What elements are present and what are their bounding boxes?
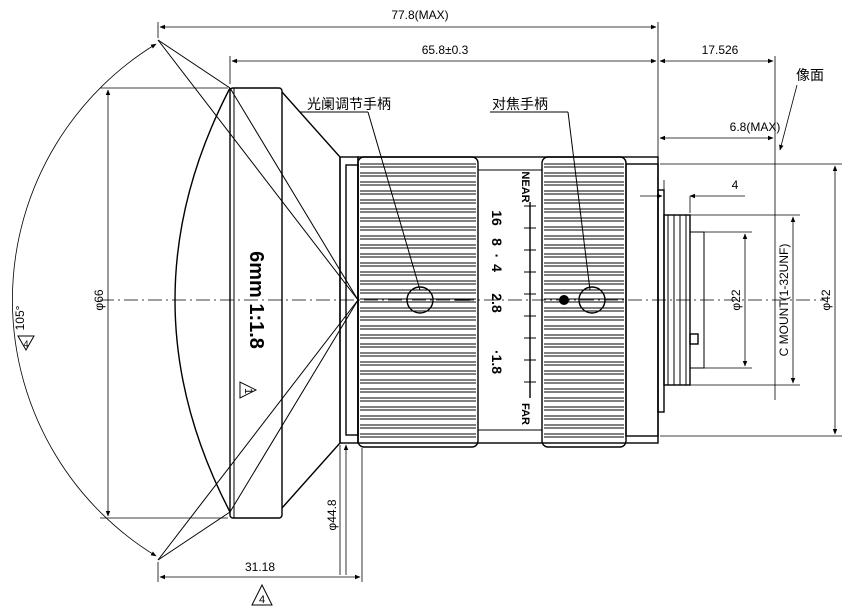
svg-text:4: 4: [259, 594, 265, 606]
image-plane-leader: [779, 84, 798, 151]
svg-text:·: ·: [489, 254, 505, 259]
iris-handle-leader: [367, 111, 421, 291]
iris-scale: 16 8 · 4 2.8 ·1.8: [489, 210, 505, 374]
focus-handle-label: 对焦手柄: [492, 97, 548, 113]
svg-text:2.8: 2.8: [489, 293, 505, 313]
image-plane-label: 像面: [796, 68, 824, 84]
note-triangle-1: 1: [239, 381, 258, 399]
svg-text:8: 8: [489, 238, 505, 246]
focus-index-dot: [559, 295, 569, 305]
flange-label: 17.526: [702, 43, 739, 57]
iris-handle-knob: [406, 286, 434, 314]
neck-diameter-label: φ44.8: [325, 499, 339, 530]
focus-handle-knob: [578, 286, 606, 314]
dim-field-angle: [12, 43, 157, 557]
focus-near-label: NEAR: [519, 171, 531, 202]
note-triangle-4a: 4: [17, 335, 35, 352]
scale-area: [455, 169, 542, 431]
focus-ring: [541, 156, 627, 448]
lens-marking: 6mm 1:1.8: [245, 251, 267, 349]
rear-body: [625, 163, 705, 437]
iris-handle-label: 光阑调节手柄: [307, 97, 391, 113]
svg-text:·1.8: ·1.8: [489, 350, 505, 374]
mount-label: C MOUNT(1-32UNF): [777, 244, 791, 357]
field-angle-label: 105°: [13, 305, 27, 330]
svg-text:4: 4: [489, 264, 505, 272]
rear-diameter-label: φ22: [729, 289, 743, 310]
back-protrusion-label: 6.8(MAX): [730, 120, 781, 134]
iris-ring: [357, 156, 479, 448]
front-diameter-label: φ66: [92, 289, 106, 310]
thread-depth-label: 4: [732, 178, 739, 192]
focus-far-label: FAR: [519, 403, 531, 425]
svg-text:16: 16: [489, 210, 505, 226]
note-triangle-4b: 4: [251, 583, 273, 606]
total-length-label: 77.8(MAX): [391, 8, 448, 22]
svg-text:4: 4: [23, 339, 28, 349]
body-length-label: 65.8±0.3: [422, 43, 469, 57]
front-element: [157, 39, 359, 561]
svg-text:1: 1: [242, 388, 254, 394]
focus-handle-leader: [567, 111, 591, 291]
front-length-label: 31.18: [245, 560, 275, 574]
body-diameter-label: φ42: [819, 289, 833, 310]
